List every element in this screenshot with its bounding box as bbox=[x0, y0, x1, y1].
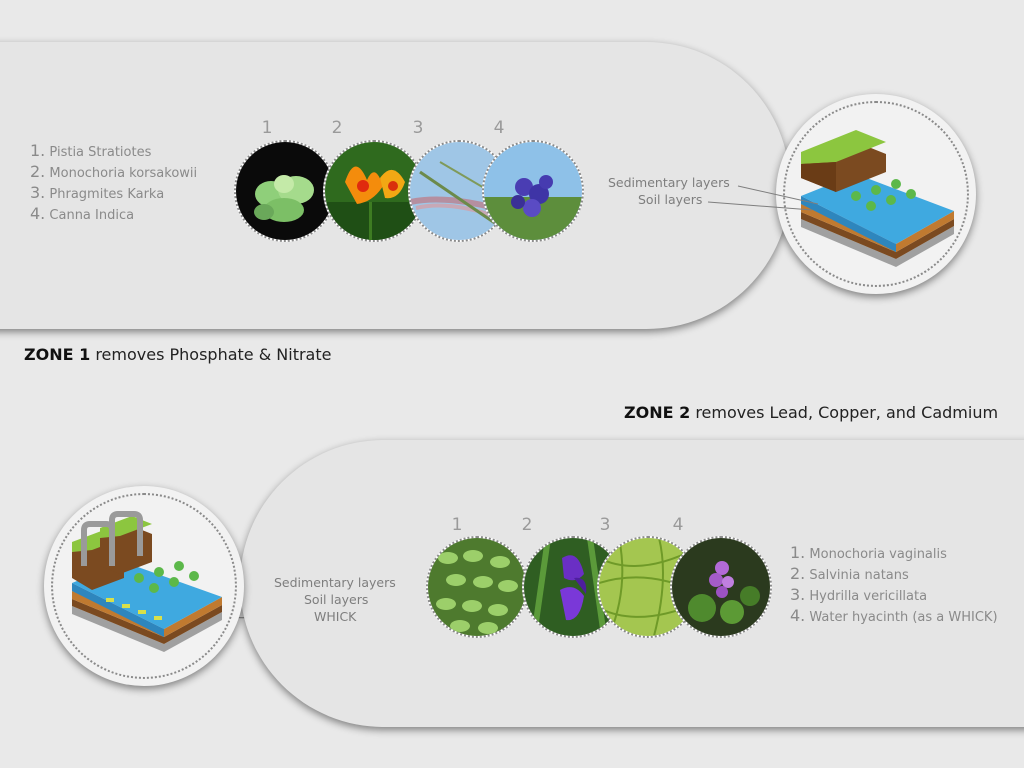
photo-number: 3 bbox=[412, 118, 424, 138]
photo-number: 1 bbox=[261, 118, 273, 138]
zone2-plant-list: 1. Monochoria vaginalis 2. Salvinia nata… bbox=[790, 542, 998, 626]
photo-number: 4 bbox=[493, 118, 505, 138]
list-item: 4. Canna Indica bbox=[30, 204, 135, 223]
list-item: 1. Monochoria vaginalis bbox=[790, 543, 947, 562]
photo-number: 2 bbox=[521, 515, 533, 535]
zone1-layer-diagram bbox=[776, 94, 976, 294]
photo-number: 3 bbox=[599, 515, 611, 535]
soil-layers-label: Soil layers bbox=[638, 192, 703, 207]
zone2-title: ZONE 2 removes Lead, Copper, and Cadmium bbox=[624, 403, 999, 422]
sedimentary-layers-label: Sedimentary layers bbox=[608, 175, 730, 190]
zone1-title: ZONE 1 removes Phosphate & Nitrate bbox=[24, 345, 332, 364]
salvinia-photo bbox=[426, 536, 528, 638]
sedimentary-layers-label: Sedimentary layers bbox=[274, 575, 396, 590]
water-hyacinth-photo bbox=[670, 536, 772, 638]
photo-number: 1 bbox=[451, 515, 463, 535]
monochoria-photo bbox=[482, 140, 584, 242]
photo-number: 4 bbox=[672, 515, 684, 535]
zone1-plant-list: 1. Pistia Stratiotes 2. Monochoria korsa… bbox=[30, 140, 197, 224]
pistia-photo bbox=[234, 140, 336, 242]
canna-photo bbox=[323, 140, 425, 242]
list-item: 4. Water hyacinth (as a WHICK) bbox=[790, 606, 998, 625]
soil-layers-label: Soil layers bbox=[304, 592, 369, 607]
whick-label: WHICK bbox=[314, 609, 357, 624]
photo-number: 2 bbox=[331, 118, 343, 138]
zone2-layer-diagram bbox=[44, 486, 244, 686]
list-item: 2. Salvinia natans bbox=[790, 564, 909, 583]
list-item: 3. Phragmites Karka bbox=[30, 183, 165, 202]
list-item: 3. Hydrilla vericillata bbox=[790, 585, 928, 604]
list-item: 1. Pistia Stratiotes bbox=[30, 141, 152, 160]
list-item: 2. Monochoria korsakowii bbox=[30, 162, 198, 181]
